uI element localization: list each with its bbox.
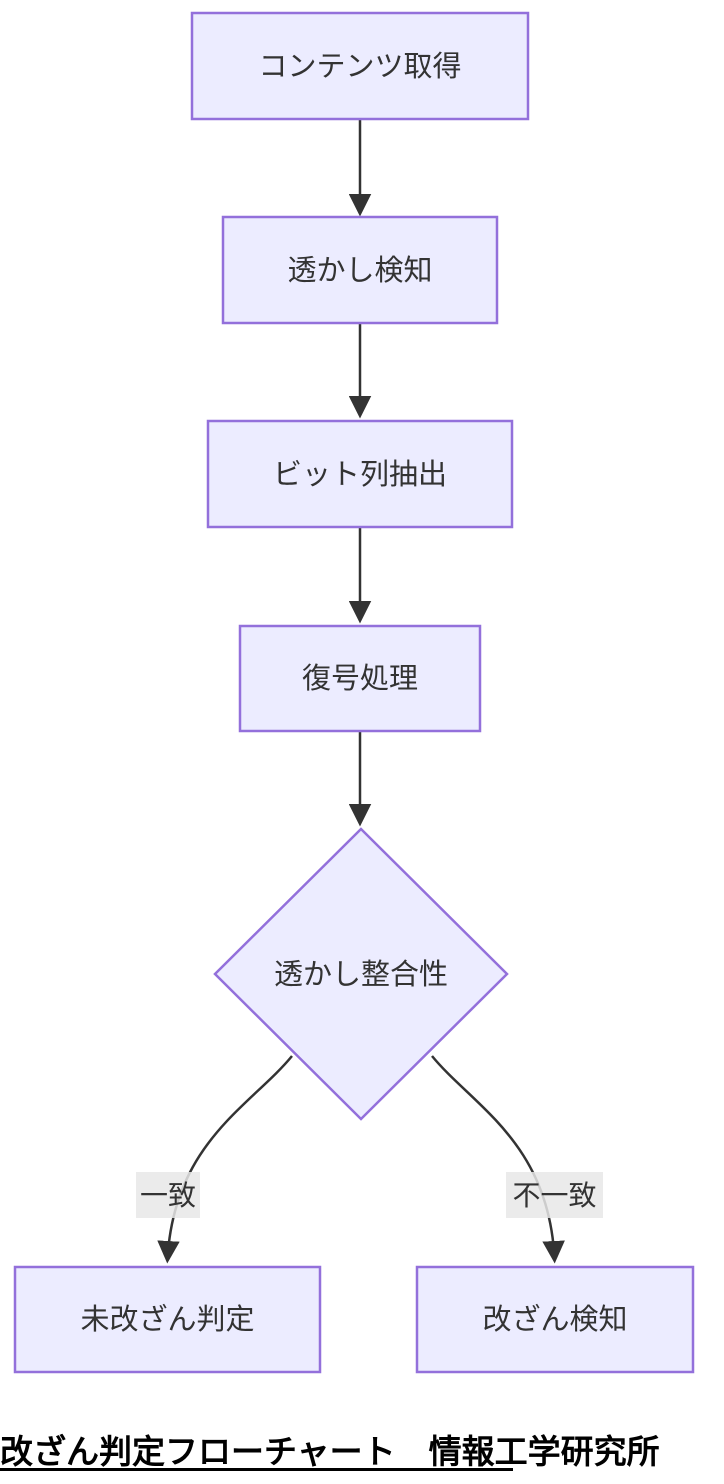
node-decode-process: 復号処理 [238,624,482,733]
edges-layer [157,119,565,1264]
edge-label-mismatch: 不一致 [512,1180,596,1211]
edge-decision-to-clean [157,1055,293,1264]
edge-label-bg-match [136,1172,200,1218]
node-tampering-detected-label: 改ざん検知 [482,1303,627,1336]
node-not-tampered-shape [13,1265,322,1374]
node-content-acquisition-label: コンテンツ取得 [258,50,461,83]
node-watermark-integrity-shape [213,827,509,1121]
node-decode-process-label: 復号処理 [302,662,418,695]
node-watermark-integrity-decision: 透かし整合性 [213,827,509,1121]
node-not-tampered-label: 未改ざん判定 [80,1303,254,1336]
nodes-layer: コンテンツ取得 透かし検知 ビット列抽出 復号処理 透かし整合性 未改ざん判定 [13,11,695,1374]
node-content-acquisition-shape [190,11,530,121]
node-decode-process-shape [238,624,482,733]
edge-decision-to-tampered [431,1055,565,1264]
node-tampering-detected-shape [415,1265,695,1374]
edge-labels-layer: 一致 不一致 [136,1172,603,1218]
node-tampering-detected: 改ざん検知 [415,1265,695,1374]
caption-underline [0,1468,513,1471]
node-bit-extraction-shape [206,419,514,529]
edge-label-match: 一致 [140,1180,196,1211]
caption-group: 改ざん判定フローチャート 情報工学研究所 [0,1433,660,1471]
node-watermark-integrity-label: 透かし整合性 [274,958,448,991]
node-bit-extraction-label: ビット列抽出 [273,458,447,491]
diagram-caption: 改ざん判定フローチャート 情報工学研究所 [0,1433,660,1470]
edge-label-bg-mismatch [506,1172,603,1218]
node-watermark-detection-label: 透かし検知 [287,254,432,287]
node-bit-extraction: ビット列抽出 [206,419,514,529]
node-content-acquisition: コンテンツ取得 [190,11,530,121]
node-watermark-detection-shape [221,215,499,325]
node-watermark-detection: 透かし検知 [221,215,499,325]
node-not-tampered: 未改ざん判定 [13,1265,322,1374]
